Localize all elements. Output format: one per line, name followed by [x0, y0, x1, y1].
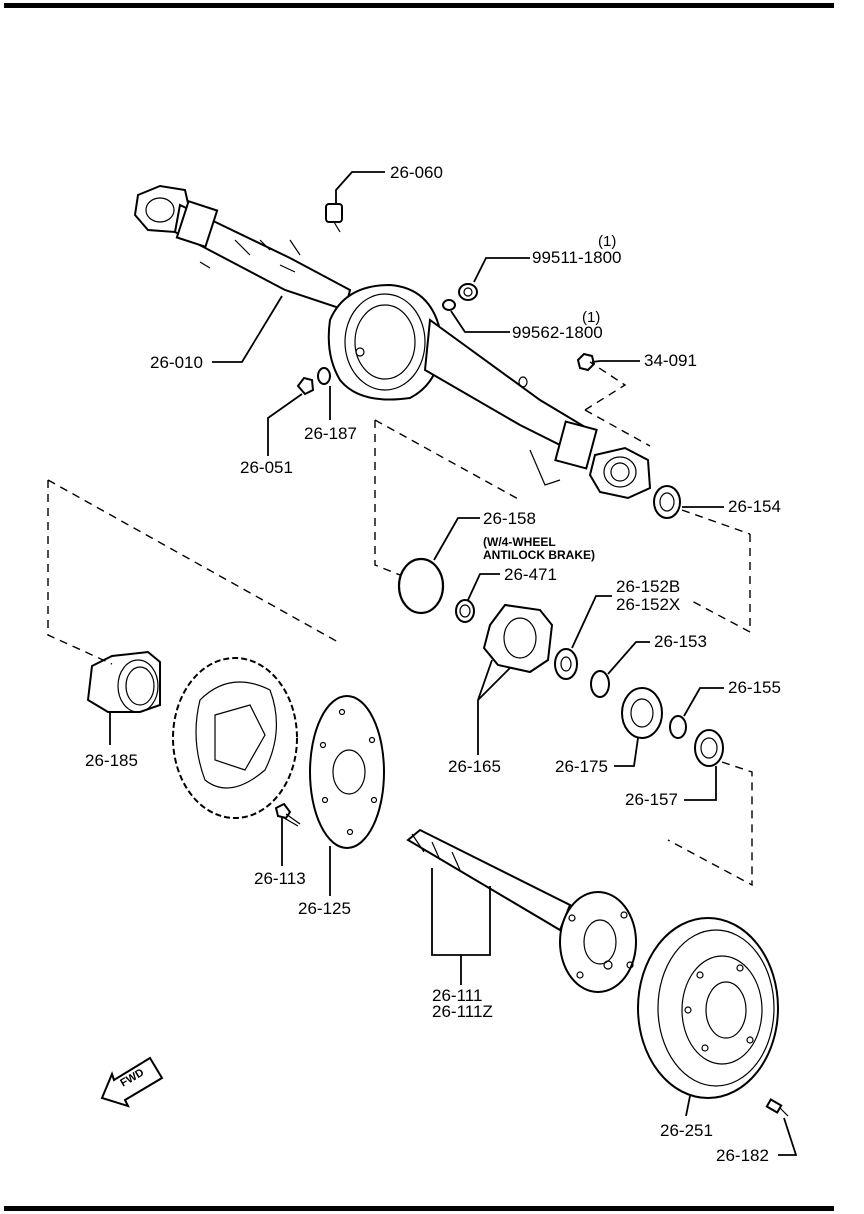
leader-26-165 [477, 659, 511, 755]
guide-left [47, 479, 339, 665]
nut-part [576, 352, 596, 372]
wheel-bearing [621, 687, 663, 739]
lock-washer [590, 670, 610, 698]
guide-nut [584, 361, 651, 447]
guide-seal [667, 761, 753, 887]
label-26-111Z: 26-111Z [432, 1002, 493, 1021]
gasket-washer [442, 299, 456, 311]
sensor-rotor [455, 599, 475, 623]
leader-26-157 [684, 766, 717, 801]
label-26-152X: 26-152X [616, 595, 681, 614]
o-ring [397, 557, 445, 615]
guide-center [374, 419, 521, 576]
leader-26-051 [267, 393, 303, 456]
leader-26-152 [571, 595, 612, 649]
outer-bearing [653, 485, 681, 519]
brake-drum [637, 917, 779, 1099]
leader-26-060 [335, 171, 385, 204]
leader-34-091 [591, 360, 640, 363]
leader-26-111 [431, 868, 491, 985]
label-26-125: 26-125 [298, 899, 351, 918]
brake-backing-plate [172, 657, 298, 819]
label-99562-1800: 99562-1800 [512, 323, 603, 342]
drain-plug [296, 376, 315, 396]
filler-plug [458, 283, 478, 301]
bottom-border [4, 1206, 834, 1211]
leader-26-153 [607, 641, 650, 675]
label-26-060: 26-060 [390, 163, 443, 182]
label-26-158: 26-158 [483, 509, 536, 528]
label-26-182: 26-182 [716, 1146, 769, 1165]
leader-26-155 [683, 687, 724, 717]
leader-99562-1800 [450, 310, 510, 333]
leader-26-010 [212, 295, 283, 363]
label-26-157: 26-157 [625, 790, 678, 809]
label-26-471: 26-471 [504, 565, 557, 584]
gasket-plate [482, 603, 554, 674]
retainer-ring [669, 715, 687, 739]
leader-26-175 [614, 737, 639, 767]
label-26-185: 26-185 [85, 751, 138, 770]
note-26-158-line1: (W/4-WHEEL [483, 535, 556, 549]
label-99511-1800: 99511-1800 [532, 248, 622, 267]
oil-seal [694, 729, 724, 767]
label-26-111: 26-111 [432, 986, 483, 1005]
note-26-158-line2: ANTILOCK BRAKE) [483, 548, 595, 562]
label-26-154: 26-154 [728, 497, 781, 516]
label-26-165: 26-165 [448, 757, 501, 776]
forward-arrow-icon [100, 1056, 164, 1108]
breather-plug [325, 203, 343, 233]
drum-screw [765, 1098, 789, 1117]
leader-26-158 [433, 517, 480, 561]
label-34-091: 34-091 [644, 351, 697, 370]
brake-bolt [274, 802, 301, 827]
drain-washer [317, 367, 331, 385]
leader-99511-1800 [473, 257, 530, 283]
backing-gasket [309, 695, 385, 849]
label-26-187: 26-187 [304, 424, 357, 443]
qty-99562-1800: (1) [582, 309, 601, 326]
leader-26-251 [685, 1095, 691, 1117]
guide-bearing [681, 509, 751, 634]
axle-shaft [406, 828, 637, 993]
axle-housing [133, 184, 652, 500]
bearing-retainer [86, 650, 161, 713]
label-26-153: 26-153 [654, 632, 707, 651]
label-26-251: 26-251 [660, 1121, 713, 1140]
leader-26-182 [778, 1117, 798, 1156]
label-26-113: 26-113 [254, 869, 306, 888]
qty-99511-1800: (1) [598, 233, 617, 250]
leader-26-471 [467, 573, 500, 601]
label-26-010: 26-010 [150, 353, 203, 372]
label-26-152B: 26-152B [616, 577, 681, 596]
label-26-175: 26-175 [555, 757, 608, 776]
lock-nut [554, 648, 578, 680]
label-26-051: 26-051 [240, 458, 293, 477]
top-border [4, 3, 834, 8]
label-26-155: 26-155 [728, 678, 781, 697]
